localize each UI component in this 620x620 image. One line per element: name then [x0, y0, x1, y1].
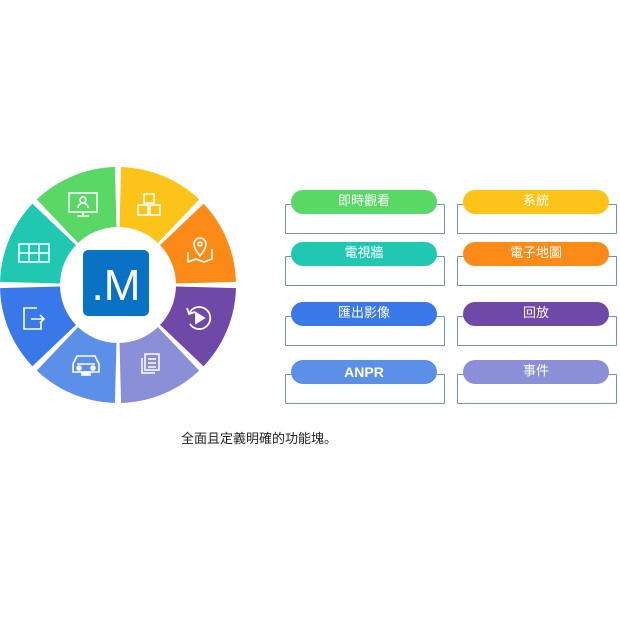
- feature-card: 回放: [457, 302, 617, 346]
- export-icon: [23, 307, 46, 330]
- feature-label: 即時觀看: [291, 190, 437, 214]
- feature-label: ANPR: [291, 360, 437, 384]
- replay-icon: [186, 306, 212, 330]
- wheel-segment-car: [36, 321, 117, 403]
- wheel-segment-map-pin: [154, 203, 236, 284]
- feature-card: 匯出影像: [285, 302, 445, 346]
- caption-text: 全面且定義明確的功能塊。: [181, 432, 338, 447]
- feature-card: 電子地圖: [457, 242, 617, 286]
- logo-text: .M: [92, 261, 141, 310]
- feature-label: 電視牆: [291, 242, 437, 266]
- feature-card: ANPR: [285, 360, 445, 404]
- map-pin-icon: [187, 237, 213, 264]
- feature-card: 電視牆: [285, 242, 445, 286]
- car-icon: [72, 355, 100, 376]
- grid-icon: [18, 243, 50, 263]
- feature-label: 事件: [463, 360, 609, 384]
- feature-label: 系統: [463, 190, 609, 214]
- feature-card: 系統: [457, 190, 617, 234]
- feature-label: 匯出影像: [291, 302, 437, 326]
- feature-card: 即時觀看: [285, 190, 445, 234]
- feature-label: 回放: [463, 302, 609, 326]
- logo-badge: [83, 250, 149, 316]
- documents-icon: [141, 353, 160, 374]
- monitor-user-icon: [68, 192, 98, 217]
- wheel-segment-replay: [154, 286, 236, 367]
- cubes-icon: [137, 193, 161, 216]
- wheel-segment-monitor-user: [36, 167, 117, 249]
- feature-wheel: .M: [0, 167, 236, 403]
- feature-card: 事件: [457, 360, 617, 404]
- feature-label: 電子地圖: [463, 242, 609, 266]
